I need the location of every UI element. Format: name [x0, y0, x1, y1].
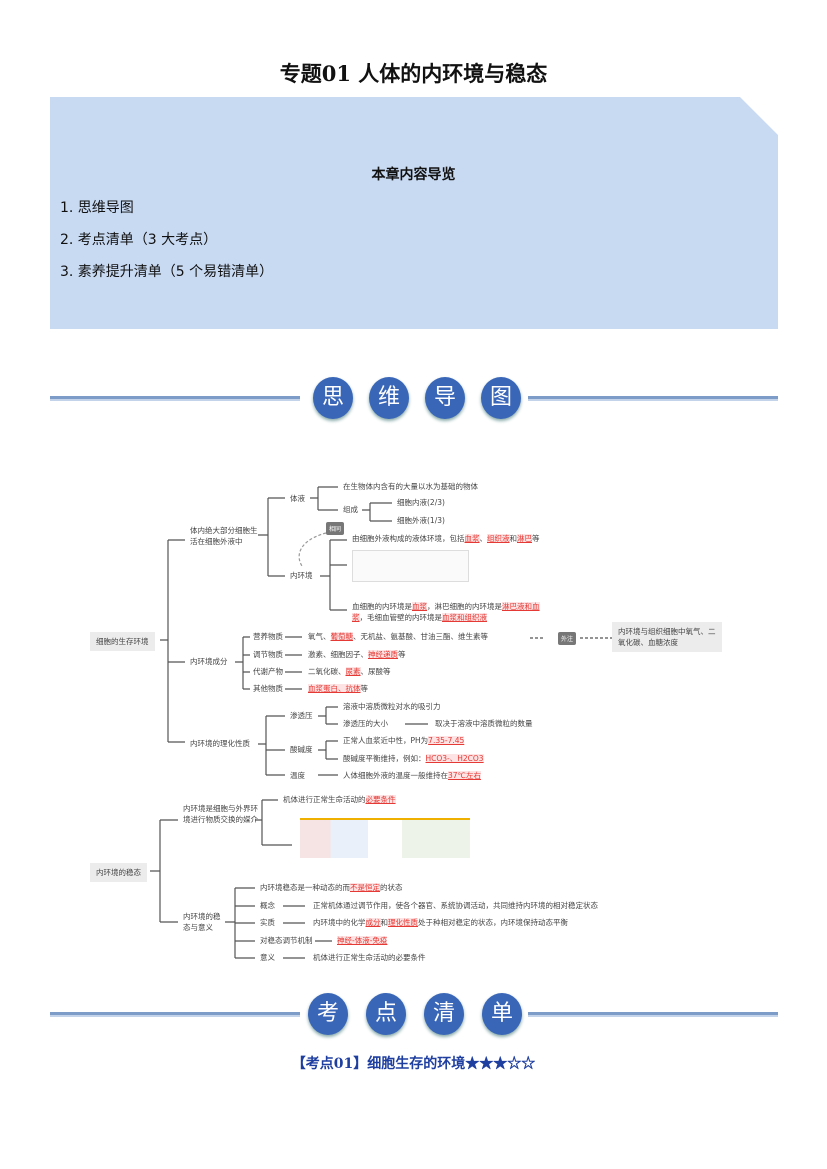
mindmap-node: 正常人血浆近中性，PH为7.35-7.45 — [343, 736, 465, 745]
banner-char: 维 — [369, 377, 409, 419]
mindmap-tag: 外注 — [558, 632, 577, 645]
material-exchange-diagram — [300, 818, 470, 858]
mindmap-node: 神经-体液-免疫 — [337, 936, 388, 945]
mindmap-node: 溶液中溶质微粒对水的吸引力 — [343, 702, 441, 711]
banner-char: 点 — [366, 993, 406, 1035]
mindmap-node: 细胞外液(1/3) — [397, 516, 445, 525]
mindmap-node: 激素、细胞因子、神经递质等 — [308, 650, 406, 659]
mindmap-node: 机体进行正常生命活动的必要条件 — [283, 795, 396, 804]
fluid-exchange-diagram — [352, 550, 469, 582]
mindmap-node: 取决于溶液中溶质微粒的数量 — [435, 719, 533, 728]
mindmap-banner: 思 维 导 图 — [50, 374, 778, 424]
banner-char: 清 — [424, 993, 464, 1035]
mindmap-node: 渗透压 — [290, 711, 313, 720]
mindmap-root-node: 细胞的生存环境 — [90, 632, 155, 651]
mindmap-node: 温度 — [290, 771, 305, 780]
mindmap-note: 内环境与组织细胞中氧气、二氧化碳、血糖浓度 — [612, 622, 722, 652]
mindmap-node: 内环境稳态是一种动态的而不是恒定的状态 — [260, 883, 403, 892]
banner-char: 导 — [425, 377, 465, 419]
mindmap-node: 在生物体内含有的大量以水为基础的物体 — [343, 482, 478, 491]
mindmap-tag: 相同 — [326, 522, 345, 535]
banner-char: 图 — [481, 377, 521, 419]
mindmap-node: 人体细胞外液的温度一般维持在37℃左右 — [343, 771, 481, 780]
mindmap-node: 氧气、葡萄糖、无机盐、氨基酸、甘油三酯、维生素等 — [308, 632, 488, 641]
mindmap-node: 体液 — [290, 494, 305, 503]
guide-box — [50, 97, 778, 329]
mindmap-node: 内环境的理化性质 — [190, 739, 250, 748]
mindmap-node: 意义 — [260, 953, 275, 962]
mindmap-node: 血浆蛋白、抗体等 — [308, 684, 368, 693]
mindmap-node: 细胞内液(2/3) — [397, 498, 445, 507]
mindmap-root-node: 内环境的稳态 — [90, 863, 147, 882]
mindmap-node: 内环境 — [290, 571, 313, 580]
checklist-banner: 考 点 清 单 — [50, 990, 778, 1040]
mindmap-node: 内环境的稳态与意义 — [183, 912, 221, 932]
mindmap-node: 体内绝大部分细胞生活在细胞外液中 — [190, 526, 258, 546]
mindmap-node: 其他物质 — [253, 684, 283, 693]
mindmap-node: 二氧化碳、尿素、尿酸等 — [308, 667, 391, 676]
banner-char: 单 — [482, 993, 522, 1035]
mindmap-node: 机体进行正常生命活动的必要条件 — [313, 953, 426, 962]
guide-item: 1. 思维导图 — [60, 200, 134, 216]
guide-item: 3. 素养提升清单（5 个易错清单） — [60, 264, 274, 280]
mindmap-node: 概念 — [260, 901, 275, 910]
mindmap-node: 血细胞的内环境是血浆，淋巴细胞的内环境是淋巴液和血浆，毛细血管壁的内环境是血浆和… — [352, 602, 540, 622]
mindmap-node: 组成 — [343, 505, 358, 514]
mindmap-node: 渗透压的大小 — [343, 719, 388, 728]
mindmap-node: 营养物质 — [253, 632, 283, 641]
mindmap-node: 内环境中的化学成分和理化性质处于种相对稳定的状态，内环境保持动态平衡 — [313, 918, 568, 927]
mindmap-node: 由细胞外液构成的液体环境，包括血浆、组织液和淋巴等 — [352, 534, 540, 543]
guide-heading: 本章内容导览 — [371, 167, 456, 183]
mindmap-node: 酸碱度 — [290, 745, 313, 754]
mindmap-node: 内环境成分 — [190, 657, 228, 666]
section-heading: 【考点01】细胞生存的环境★★★☆☆ — [291, 1056, 536, 1072]
mindmap-node: 对稳态调节机制 — [260, 936, 313, 945]
mindmap-node: 实质 — [260, 918, 275, 927]
banner-char: 考 — [308, 993, 348, 1035]
mindmap-node: 正常机体通过调节作用，使各个器官、系统协调活动，共同维持内环境的相对稳定状态 — [313, 901, 598, 910]
mindmap-node: 调节物质 — [253, 650, 283, 659]
banner-char: 思 — [313, 377, 353, 419]
page-title: 专题01 人体的内环境与稳态 — [279, 61, 548, 86]
mindmap-node: 酸碱度平衡维持，例如：HCO3-、H2CO3 — [343, 754, 484, 763]
guide-item: 2. 考点清单（3 大考点） — [60, 232, 218, 248]
mindmap-node: 内环境是细胞与外界环境进行物质交换的媒介 — [183, 804, 258, 824]
mindmap-node: 代谢产物 — [253, 667, 283, 676]
